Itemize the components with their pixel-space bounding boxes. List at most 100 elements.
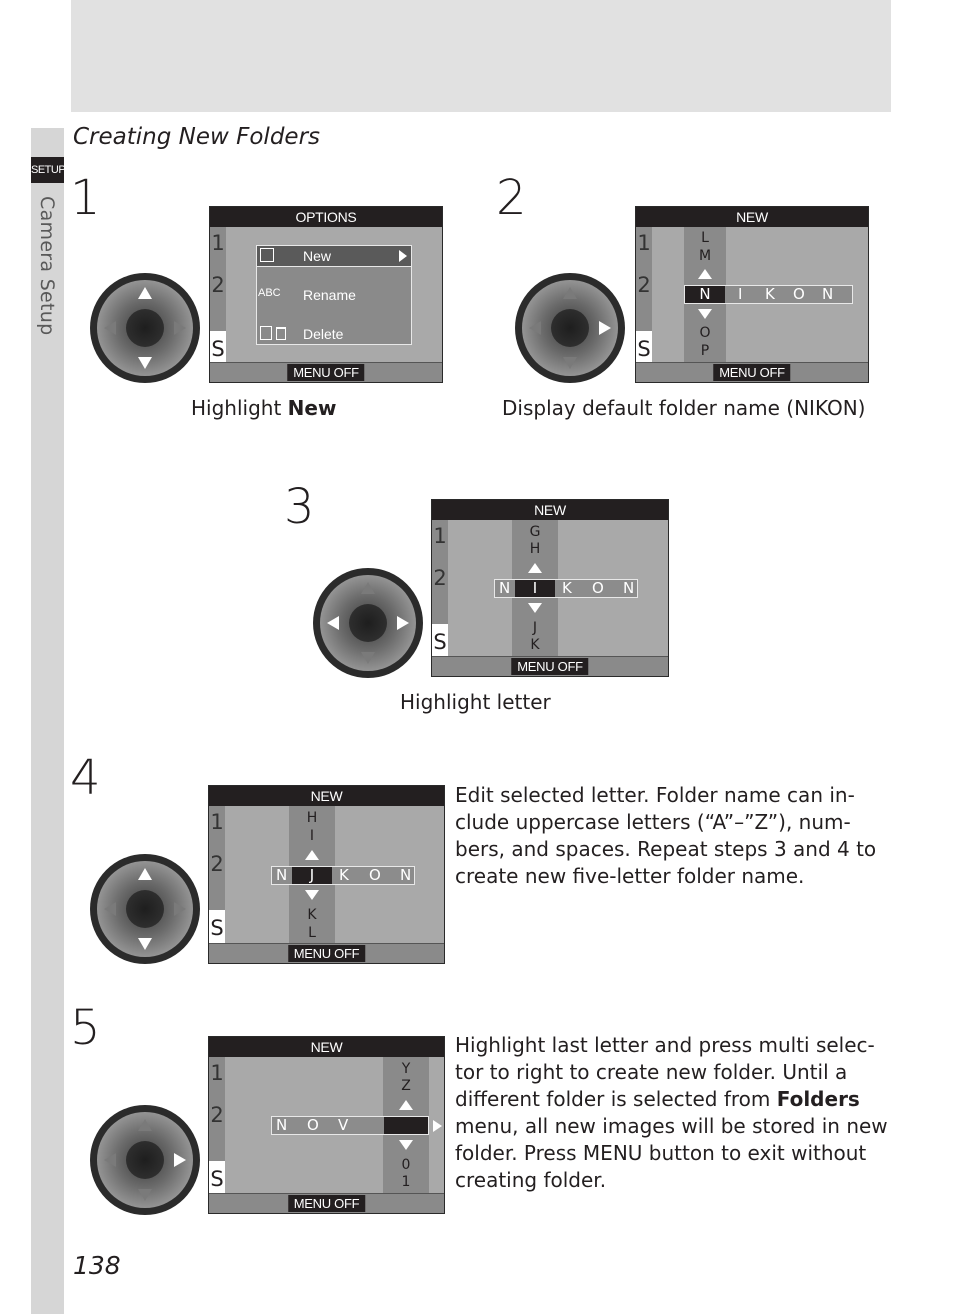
arrow-down-icon	[563, 357, 577, 369]
tab-2: 2	[637, 273, 651, 297]
menu-off-label: MENU OFF	[287, 364, 365, 381]
step-4-instructions: Edit selected letter. Folder name can in…	[455, 783, 877, 888]
tab-2: 2	[433, 566, 447, 590]
page-number: 138	[73, 1251, 121, 1280]
screen-header: NEW	[636, 207, 868, 227]
menu-item-rename[interactable]: ABC Rename	[257, 284, 411, 306]
arrow-left-icon	[104, 321, 116, 335]
rename-icon: ABC	[258, 287, 281, 299]
column-letter: P	[700, 343, 710, 359]
column-letter: K	[530, 637, 540, 653]
selected-blank-letter	[384, 1117, 428, 1134]
scroll-up-icon	[698, 269, 712, 279]
column-letter: Y	[401, 1061, 411, 1077]
arrow-left-icon	[104, 902, 116, 916]
side-strip	[31, 128, 64, 1314]
name-letter: K	[562, 579, 572, 597]
column-letter: J	[532, 620, 538, 636]
step-2-caption: Display default folder name (NIKON)	[502, 396, 866, 420]
tab-setup: S	[209, 1161, 225, 1197]
arrow-up-icon	[361, 582, 375, 594]
step-2-number: 2	[496, 170, 527, 226]
tab-2: 2	[211, 273, 225, 297]
new-folder-screen: NEW 1 2 S G H N I K O N J K MENU OFF	[431, 499, 669, 677]
column-letter: 1	[401, 1174, 411, 1190]
tab-1: 1	[637, 231, 651, 255]
menu-item-delete[interactable]: Delete	[257, 323, 411, 345]
selected-letter: I	[515, 580, 555, 597]
menu-item-label: New	[303, 248, 332, 264]
column-letter: K	[307, 907, 317, 923]
confirm-arrow-icon	[433, 1120, 442, 1132]
arrow-right-icon	[174, 902, 186, 916]
menu-item-label: Rename	[303, 287, 356, 303]
tab-1: 1	[210, 1061, 224, 1085]
column-letter: L	[308, 925, 316, 941]
step-3-number: 3	[284, 479, 315, 535]
column-letter: M	[698, 248, 712, 264]
scroll-down-icon	[698, 309, 712, 319]
arrow-up-icon	[563, 287, 577, 299]
scroll-down-icon	[528, 603, 542, 613]
name-letter: O	[307, 1116, 319, 1134]
name-letter: N	[822, 285, 834, 303]
multi-selector-dial	[90, 854, 200, 964]
column-letter: H	[529, 541, 541, 557]
column-letter: L	[701, 230, 709, 246]
step-1-number: 1	[70, 170, 101, 226]
multi-selector-dial	[313, 568, 423, 678]
scroll-up-icon	[528, 563, 542, 573]
arrow-up-icon	[138, 1119, 152, 1131]
name-letter: I	[738, 285, 743, 303]
name-letter: N	[499, 579, 511, 597]
options-menu: New ABC Rename Delete	[256, 245, 412, 345]
menu-item-new[interactable]: New	[257, 246, 411, 267]
step-5-instructions: Highlight last letter and press multi se…	[455, 1033, 888, 1192]
trash-icon	[276, 327, 286, 340]
multi-selector-dial	[90, 1105, 200, 1215]
screen-header: NEW	[432, 500, 668, 520]
step-4-number: 4	[70, 750, 101, 806]
tab-2: 2	[210, 852, 224, 876]
folder-name-row: N J K O N	[271, 866, 415, 885]
section-title: Creating New Folders	[73, 124, 321, 150]
column-letter: G	[529, 524, 541, 540]
screen-header: OPTIONS	[210, 207, 442, 227]
column-letter: Z	[401, 1078, 411, 1094]
arrow-left-icon	[529, 321, 541, 335]
step-5-number: 5	[70, 1000, 101, 1056]
name-letter: N	[400, 866, 412, 884]
column-letter: 0	[401, 1157, 411, 1173]
menu-off-label: MENU OFF	[287, 1195, 366, 1212]
submenu-arrow-icon	[399, 250, 407, 262]
menu-off-label: MENU OFF	[287, 945, 366, 962]
screen-header: NEW	[209, 1037, 444, 1057]
name-letter: N	[276, 866, 288, 884]
tab-setup: S	[432, 624, 448, 660]
tab-setup: S	[210, 331, 226, 367]
menu-tabs: 1 2 S	[209, 806, 225, 946]
arrow-right-icon	[174, 321, 186, 335]
step-3-caption: Highlight letter	[400, 690, 551, 714]
arrow-right-icon	[174, 1153, 186, 1167]
arrow-right-icon	[599, 321, 611, 335]
multi-selector-dial	[515, 273, 625, 383]
arrow-left-icon	[104, 1153, 116, 1167]
new-folder-screen: NEW 1 2 S Y Z N O V 0 1 MENU OFF	[208, 1036, 445, 1214]
arrow-down-icon	[138, 357, 152, 369]
new-folder-screen: NEW 1 2 S L M N I K O N O P MENU OFF	[635, 206, 869, 383]
step-1-caption: Highlight New	[191, 396, 337, 420]
folders-menu-name: Folders	[776, 1087, 860, 1111]
name-letter: V	[338, 1116, 349, 1134]
selected-letter: J	[292, 867, 332, 884]
name-letter: N	[276, 1116, 288, 1134]
arrow-left-icon	[327, 616, 339, 630]
tab-1: 1	[210, 810, 224, 834]
folder-name-row: N I K O N	[494, 579, 638, 598]
menu-off-label: MENU OFF	[713, 364, 791, 381]
name-letter: K	[339, 866, 349, 884]
arrow-down-icon	[361, 652, 375, 664]
arrow-down-icon	[138, 1189, 152, 1201]
arrow-down-icon	[138, 938, 152, 950]
menu-item-label: Delete	[303, 326, 344, 342]
